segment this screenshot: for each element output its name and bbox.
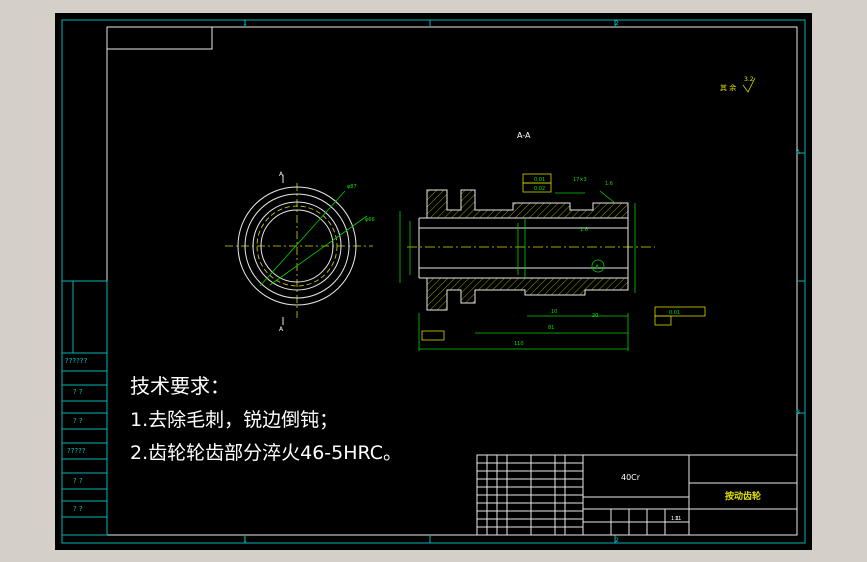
tech-item-1: 1.去除毛刺，锐边倒钝； [130,409,338,431]
dim-chamfer: 1.6 [580,227,588,233]
tolerance-1: 0.01 [534,177,545,183]
zone-label-1b: 1 [243,537,247,544]
zone-label-2b: 2 [615,537,619,544]
side-row-1: ?????? [65,357,88,365]
tech-title: 技术要求： [130,374,230,398]
scale-label: 1:1 [671,516,679,522]
material-label: 40Cr [621,473,641,482]
zone-label-a: A [796,149,801,156]
dim-mid-length: 81 [548,325,554,331]
tech-item-2: 2.齿轮轮齿部分淬火46-5HRC。 [130,442,402,464]
dim-total-length: 110 [514,341,524,347]
dim-thread: 17×3 [573,177,587,183]
dim-length-b: 20 [592,313,598,319]
dim-inner-diameter: φ66 [365,217,375,223]
tolerance-2: 0.02 [534,186,545,192]
end-view: φ87 φ66 A A [225,171,375,333]
tolerance-3: 0.01 [669,310,680,316]
datum-marker: A [595,264,600,271]
section-view: 110 81 10 20 1.6 1.6 17×3 A 0.01 0.02 0.… [399,173,706,351]
zone-label-1: 1 [243,20,247,27]
side-table: ?????? ? ? ? ? ????? ? ? ? ? [61,280,108,536]
part-name: 按动齿轮 [725,490,761,502]
zone-label-2: 2 [615,20,619,27]
section-label: A-A [517,131,531,140]
drawing-canvas[interactable]: 1 2 1 2 A B ?????? [55,13,812,550]
drawing-svg: 1 2 1 2 A B ?????? [61,19,806,544]
dim-outer-diameter: φ87 [347,184,357,190]
zone-label-b: B [796,409,800,416]
roughness-value: 3.2 [744,76,754,83]
roughness-note: 其 余 [720,83,736,92]
dim-length-a: 10 [551,309,557,315]
corner-tab [107,27,213,50]
title-block: 40Cr 按动齿轮 1:1 11 [476,454,798,536]
roughness-symbol-icon [742,77,756,93]
qty-label: 11 [675,516,681,522]
side-row-6: ? ? [73,505,83,513]
dim-chamfer-top: 1.6 [605,181,613,187]
side-row-2: ? ? [73,388,83,396]
side-row-4: ????? [67,447,86,455]
side-row-5: ? ? [73,477,83,485]
side-row-3: ? ? [73,417,83,425]
view-marker-top: A [279,171,284,178]
view-marker-bottom: A [279,326,284,333]
